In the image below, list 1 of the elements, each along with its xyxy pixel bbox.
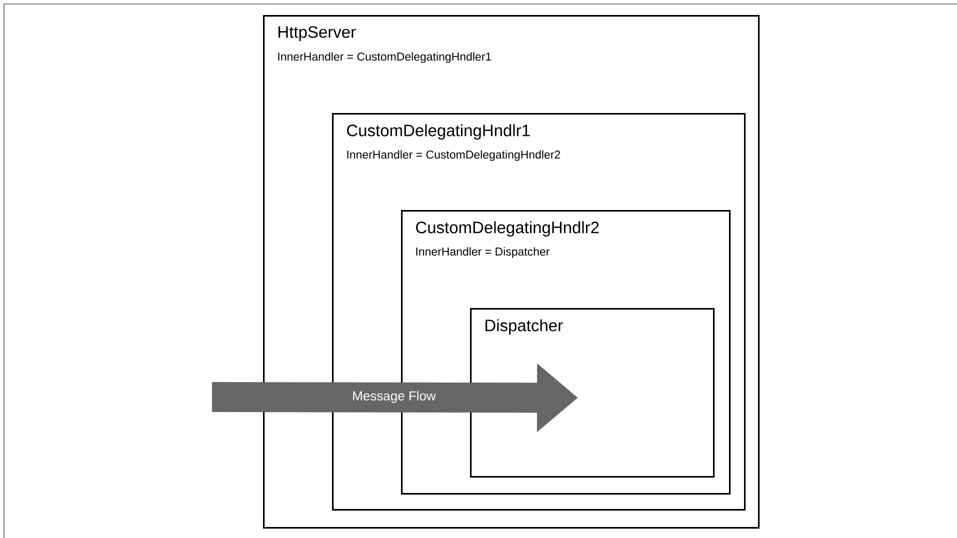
handler-box: Dispatcher [470, 308, 715, 478]
